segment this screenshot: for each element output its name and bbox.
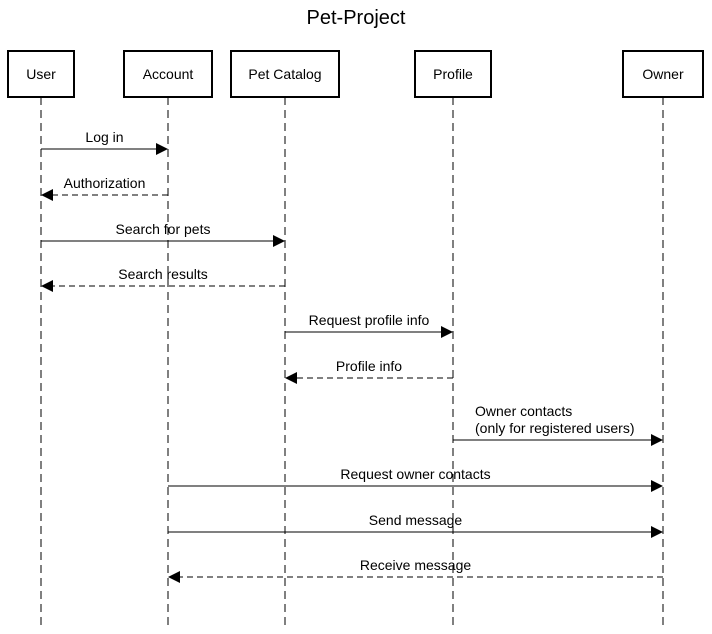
message-label: Receive message (360, 557, 471, 573)
arrowhead (441, 326, 453, 338)
message-label: Request profile info (309, 312, 430, 328)
message-label: Search results (118, 266, 207, 282)
participant-label: User (26, 66, 56, 82)
participant-user: User (7, 50, 75, 98)
message-7: Owner contacts(only for registered users… (453, 403, 663, 446)
participant-profile: Profile (414, 50, 492, 98)
message-8: Request owner contacts (168, 466, 663, 492)
participant-owner: Owner (622, 50, 704, 98)
message-label: Owner contacts (475, 403, 572, 419)
diagram-title: Pet-Project (307, 7, 406, 29)
participant-label: Account (143, 66, 194, 82)
message-9: Send message (168, 512, 663, 538)
participant-catalog: Pet Catalog (230, 50, 340, 98)
message-label: Send message (369, 512, 463, 528)
participant-box (7, 50, 75, 98)
message-label: Request owner contacts (340, 466, 490, 482)
participant-label: Pet Catalog (248, 66, 321, 82)
message-3: Search for pets (41, 221, 285, 247)
message-label: Authorization (64, 175, 146, 191)
message-4: Search results (41, 266, 285, 292)
lifelines (40, 97, 664, 630)
message-1: Log in (41, 129, 168, 155)
message-6: Profile info (285, 358, 453, 384)
arrowhead (168, 571, 180, 583)
message-10: Receive message (168, 557, 663, 583)
arrowhead (156, 143, 168, 155)
message-2: Authorization (41, 175, 168, 201)
message-label: Log in (85, 129, 123, 145)
arrowhead (41, 280, 53, 292)
participant-box (123, 50, 213, 98)
arrowhead (651, 480, 663, 492)
message-label: Profile info (336, 358, 402, 374)
participant-account: Account (123, 50, 213, 98)
participant-label: Profile (433, 66, 473, 82)
arrowhead (651, 434, 663, 446)
participant-box (414, 50, 492, 98)
message-5: Request profile info (285, 312, 453, 338)
participant-box (622, 50, 704, 98)
arrowhead (285, 372, 297, 384)
arrowhead (273, 235, 285, 247)
message-label: (only for registered users) (475, 420, 635, 436)
message-label: Search for pets (116, 221, 211, 237)
participants: User Account Pet Catalog Profile Owner (7, 50, 704, 98)
participant-label: Owner (642, 66, 684, 82)
arrowhead (41, 189, 53, 201)
arrowhead (651, 526, 663, 538)
participant-box (230, 50, 340, 98)
